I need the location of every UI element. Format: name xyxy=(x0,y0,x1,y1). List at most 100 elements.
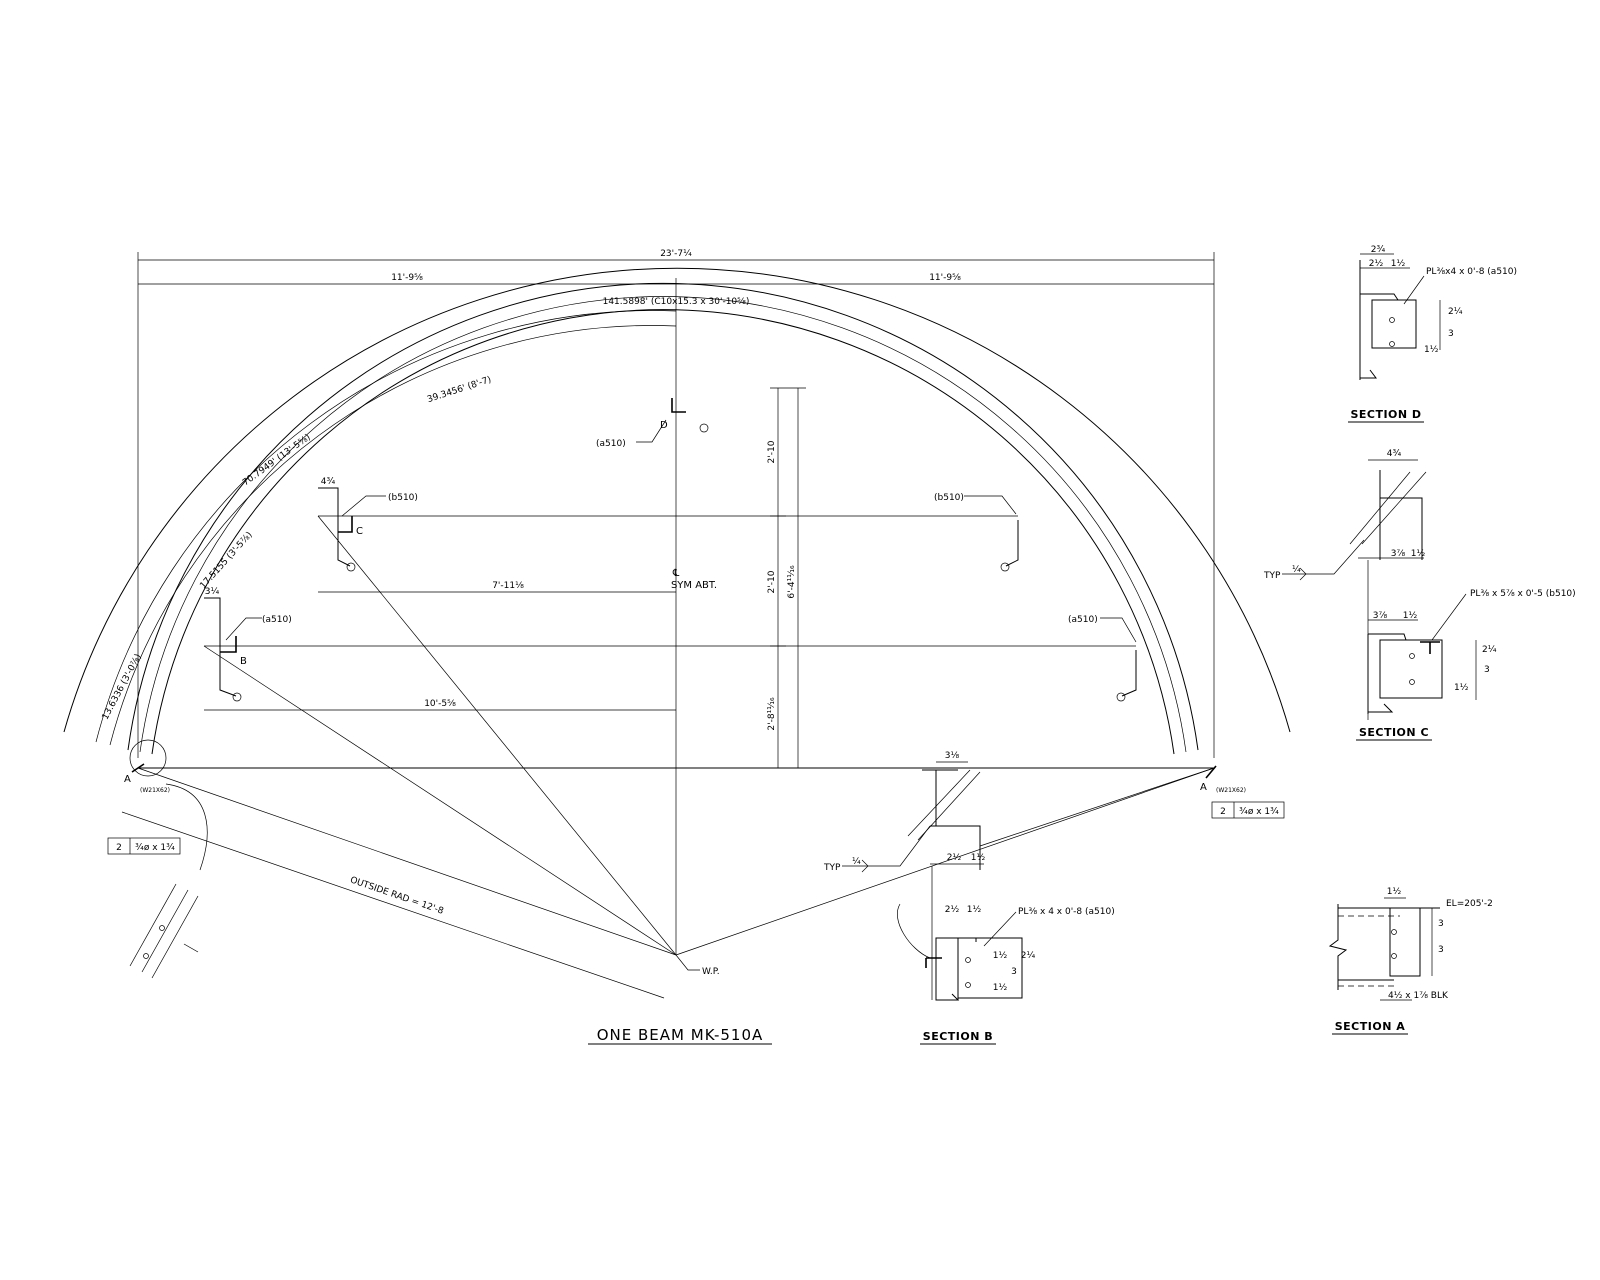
dim-b-width: 10'-5⅝ xyxy=(424,699,456,709)
section-b-bolt-2 xyxy=(965,982,971,988)
section-c-flange-top xyxy=(1368,633,1407,641)
section-a-elev: EL=205'-2 xyxy=(1446,899,1493,909)
dim-rise-total: 6'-4¹¹⁄₁₆ xyxy=(787,565,797,599)
leader-a510-right xyxy=(1100,617,1137,643)
section-b-dim-1: 2½ xyxy=(947,853,962,863)
leader-b510-left xyxy=(341,495,386,517)
mark-b: B xyxy=(240,656,247,667)
section-b-typ-leader xyxy=(842,825,931,867)
section-a-dim-1: 3 xyxy=(1438,919,1444,929)
clip-b xyxy=(204,597,237,697)
section-b-leader xyxy=(979,767,1215,847)
section-c-dim-0: 4¾ xyxy=(1387,449,1402,459)
section-d-plate-leader xyxy=(1403,275,1425,305)
section-d: 2¾ 2½ 1½ 2¼ 3 1½ PL⅜x4 x 0'-8 (a510) SEC… xyxy=(1348,245,1517,423)
centerline-mark: ℄ xyxy=(672,568,680,579)
outside-rad-dim xyxy=(121,811,665,999)
section-b-dim-2: 1½ xyxy=(971,853,986,863)
radial-line-3 xyxy=(317,515,677,956)
section-a-break xyxy=(1328,904,1348,990)
dim-rise-1: 2'-10 xyxy=(767,440,777,463)
clip-d xyxy=(671,398,686,413)
section-b-weld: ¼ xyxy=(852,857,861,867)
mark-a-right: A xyxy=(1200,782,1207,793)
section-b-plate-label: PL⅜ x 4 x 0'-8 (a510) xyxy=(1018,907,1115,917)
bolt-mark-b xyxy=(232,692,242,702)
section-c-angle xyxy=(1380,497,1423,560)
dim-small-2: 3¼ xyxy=(205,587,220,597)
section-d-plate-label: PL⅜x4 x 0'-8 (a510) xyxy=(1426,267,1517,277)
section-b-section-arrow xyxy=(925,957,942,968)
section-c-dim-6: 2¼ xyxy=(1482,645,1497,655)
beam-inner-arc xyxy=(151,309,1175,755)
sym-label: SYM ABT. xyxy=(671,580,717,591)
section-c-plate-leader xyxy=(1431,593,1467,641)
section-b-angle-top xyxy=(922,769,981,870)
leader-b510-right xyxy=(964,495,1017,515)
section-c-dim-7: 1½ xyxy=(1454,683,1469,693)
beam-outer-arc xyxy=(127,282,1199,751)
dim-arc-total: 141.5898' (C10x15.3 x 30'-10⅝) xyxy=(603,297,750,307)
radial-line-4 xyxy=(675,767,1215,956)
dim-arc-3: 17.5155 (3'-5⅞) xyxy=(198,530,254,591)
section-a: 1½ 3 3 EL=205'-2 4½ x 1⅞ BLK SECTION A xyxy=(1328,887,1493,1035)
arc-dim-2 xyxy=(95,310,677,743)
section-c-title: SECTION C xyxy=(1359,726,1429,739)
mark-d: D xyxy=(660,420,668,431)
beam-mid-arc xyxy=(139,296,1187,753)
section-arrow-c xyxy=(338,516,353,533)
section-b-dim-4: 1½ xyxy=(967,905,982,915)
radial-line-1 xyxy=(137,767,677,956)
dim-half-right: 11'-9⅝ xyxy=(929,273,961,283)
section-a-blk: 4½ x 1⅞ BLK xyxy=(1388,991,1449,1001)
section-d-dim-3: 2¼ xyxy=(1448,307,1463,317)
section-c-bolt-1 xyxy=(1409,653,1415,659)
section-c-typ-leader xyxy=(1282,539,1365,575)
bolt-mark-c-right xyxy=(1000,562,1010,572)
section-b-bolt-1 xyxy=(965,957,971,963)
section-arrow-b xyxy=(220,636,237,653)
section-c-typ: TYP xyxy=(1263,571,1281,581)
section-b-angle-flange xyxy=(936,937,977,1001)
section-c: 4¾ 3⅞ 3⅞ 1½ 1½ 3 2¼ 1½ TYP ¼ PL⅜ x 5⅞ x … xyxy=(1263,449,1576,741)
bolt-mark-c xyxy=(346,562,356,572)
section-d-bolt-1 xyxy=(1389,317,1395,323)
ref-b510-right: (b510) xyxy=(934,493,964,503)
support-left: (W21X62) xyxy=(140,787,170,794)
mark-a-left: A xyxy=(124,774,131,785)
section-a-block xyxy=(1389,907,1421,977)
section-arrow-a-left xyxy=(131,763,145,773)
section-c-plate xyxy=(1379,639,1443,699)
section-c-flange-bottom xyxy=(1368,703,1394,713)
section-b-dim-3: 2½ xyxy=(945,905,960,915)
ref-a510-d: (a510) xyxy=(596,439,626,449)
bolt-box-right xyxy=(1211,801,1285,819)
section-b-title: SECTION B xyxy=(923,1030,993,1043)
section-d-flange-top xyxy=(1360,293,1399,301)
clip-b-right xyxy=(1121,650,1137,697)
section-c-bolt-2 xyxy=(1409,679,1415,685)
ref-a510-right: (a510) xyxy=(1068,615,1098,625)
ref-a510-left: (a510) xyxy=(262,615,292,625)
section-c-dim-4: 1½ xyxy=(1403,611,1418,621)
section-d-bolt-2 xyxy=(1389,341,1395,347)
section-d-title: SECTION D xyxy=(1350,408,1421,421)
section-b-angle xyxy=(935,937,959,1001)
section-b-dim-5: 1½ xyxy=(993,951,1008,961)
section-d-flange-bottom xyxy=(1360,369,1377,379)
dim-small-1: 4¾ xyxy=(321,477,336,487)
leader-a510-left xyxy=(225,617,262,641)
section-b-dim-7: 2¼ xyxy=(1021,951,1036,961)
section-b-plate-leader xyxy=(983,911,1017,947)
bolt-mark-d xyxy=(699,423,709,433)
section-d-dim-0: 2¾ xyxy=(1371,245,1386,255)
detail-left xyxy=(129,883,199,979)
section-d-dim-5: 1½ xyxy=(1424,345,1439,355)
mark-c: C xyxy=(356,526,363,537)
detail-circle-left xyxy=(129,739,167,777)
section-b-weld-symbol xyxy=(861,859,869,873)
section-c-dim-3: 1½ xyxy=(1411,549,1426,559)
section-d-plate xyxy=(1371,299,1417,349)
section-c-weld: ¼ xyxy=(1292,565,1301,575)
main-view-title: ONE BEAM MK-510A xyxy=(597,1026,764,1044)
